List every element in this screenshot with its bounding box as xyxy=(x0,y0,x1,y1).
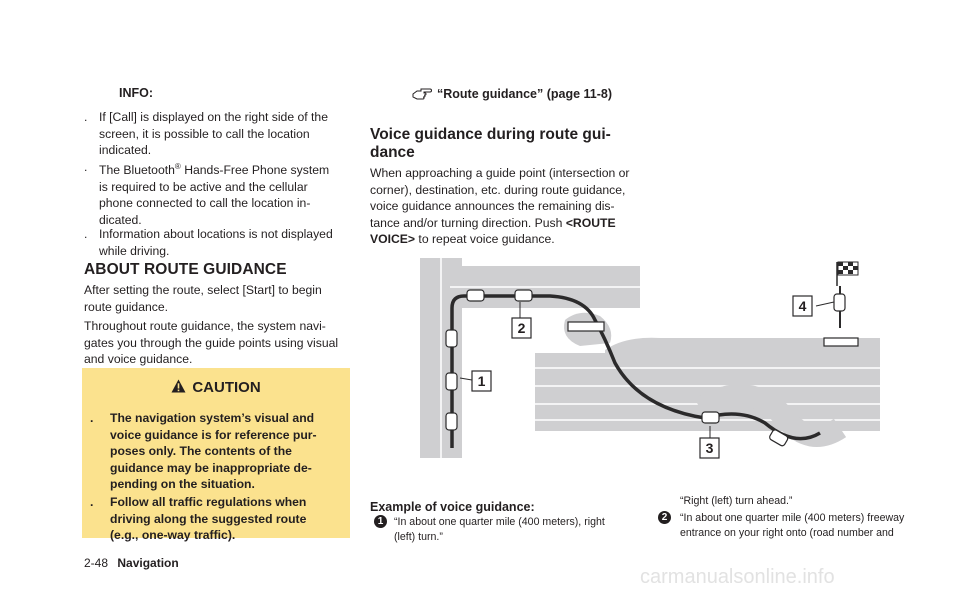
info-heading: INFO: xyxy=(119,86,154,100)
info-bullet-locations: . Information about locations is not dis… xyxy=(84,227,333,258)
watermark: carmanualsonline.info xyxy=(640,566,835,588)
voice-guidance-para: When approaching a guide point (intersec… xyxy=(370,166,630,247)
route-guidance-reference-link[interactable]: “Route guidance” (page 11-8) xyxy=(412,87,612,101)
step-badge: 2 xyxy=(658,511,671,524)
example-item-2: 2 “In about one quarter mile (400 meters… xyxy=(658,511,920,540)
car-icon xyxy=(769,429,789,447)
info-bullet-call: . If [Call] is displayed on the right si… xyxy=(84,110,328,158)
car-icon xyxy=(445,372,458,391)
info-bullet-bluetooth: . The Bluetooth® Hands-Free Phone system… xyxy=(84,160,330,227)
step-badge: 1 xyxy=(374,515,387,528)
route-guidance-para-2: Throughout route guidance, the system na… xyxy=(84,319,339,367)
footer: 2-48 Navigation xyxy=(84,556,179,570)
figure-label-1: 1 xyxy=(478,373,486,389)
route-guidance-figure: 1 2 3 4 xyxy=(420,258,880,459)
figure-label-3: 3 xyxy=(706,440,714,456)
example-item-1b: “Right (left) turn ahead.” xyxy=(680,495,793,507)
route-line xyxy=(450,294,821,448)
car-icon xyxy=(701,411,720,424)
road-sign-icon xyxy=(823,337,859,347)
car-icon xyxy=(466,289,485,302)
page-number: 2-48 xyxy=(84,556,109,570)
car-icon xyxy=(514,289,533,302)
section-heading: ABOUT ROUTE GUIDANCE xyxy=(84,261,287,278)
footer-section: Navigation xyxy=(117,556,179,570)
warning-icon xyxy=(171,379,186,393)
example-heading: Example of voice guidance: xyxy=(370,500,535,514)
car-icon xyxy=(445,329,458,348)
car-icon xyxy=(445,412,458,431)
checkered-flag-icon xyxy=(836,261,859,286)
road-sign-icon xyxy=(567,321,605,332)
example-item-1: 1 “In about one quarter mile (400 meters… xyxy=(374,515,636,544)
figure-label-2: 2 xyxy=(518,320,526,336)
car-icon xyxy=(833,293,846,312)
figure-label-4: 4 xyxy=(799,298,807,314)
voice-guidance-heading: Voice guidance during route gui-dance xyxy=(370,126,611,161)
caution-title: CAUTION xyxy=(82,379,350,396)
pointing-hand-icon xyxy=(412,88,433,100)
caution-box: CAUTION . The navigation system’s visual… xyxy=(82,368,350,542)
registered-mark: ® xyxy=(174,162,181,171)
route-guidance-para-1: After setting the route, select [Start] … xyxy=(84,283,322,314)
